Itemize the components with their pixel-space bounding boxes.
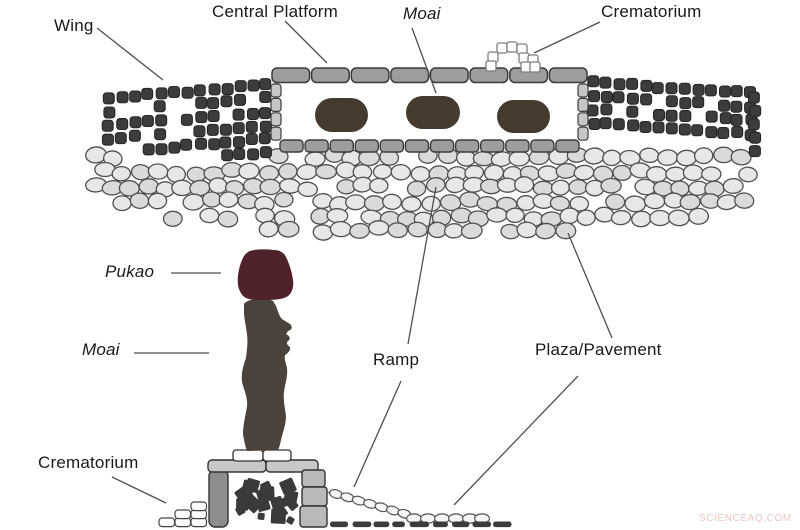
label-pukao: Pukao xyxy=(105,262,155,281)
right-wing-stones xyxy=(586,75,762,158)
side-view xyxy=(158,249,512,528)
plaza-pavement-stones xyxy=(85,146,758,241)
crematorium-steps xyxy=(158,501,208,528)
label-plaza-pavement: Plaza/Pavement xyxy=(535,340,662,359)
crematorium-plan-blocks xyxy=(485,41,541,73)
plan-view xyxy=(85,41,762,241)
pukao-topknot xyxy=(237,249,294,300)
watermark-text: SCIENCEAQ.COM xyxy=(699,513,792,524)
leader-lines xyxy=(96,20,613,506)
platform-base-blocks xyxy=(207,449,328,528)
label-wing: Wing xyxy=(54,16,94,35)
moai-base-ovals xyxy=(315,96,550,133)
ramp-stones xyxy=(326,489,512,528)
label-moai-side: Moai xyxy=(82,340,120,359)
label-moai-plan: Moai xyxy=(403,4,441,23)
label-crematorium-side: Crematorium xyxy=(38,453,139,472)
moai-statue-silhouette xyxy=(241,299,292,451)
label-central-platform: Central Platform xyxy=(212,2,339,21)
label-crematorium-plan: Crematorium xyxy=(601,2,702,21)
left-wing-stones xyxy=(101,78,272,162)
rubble-fill-stones xyxy=(234,477,299,525)
label-ramp: Ramp xyxy=(373,350,420,369)
